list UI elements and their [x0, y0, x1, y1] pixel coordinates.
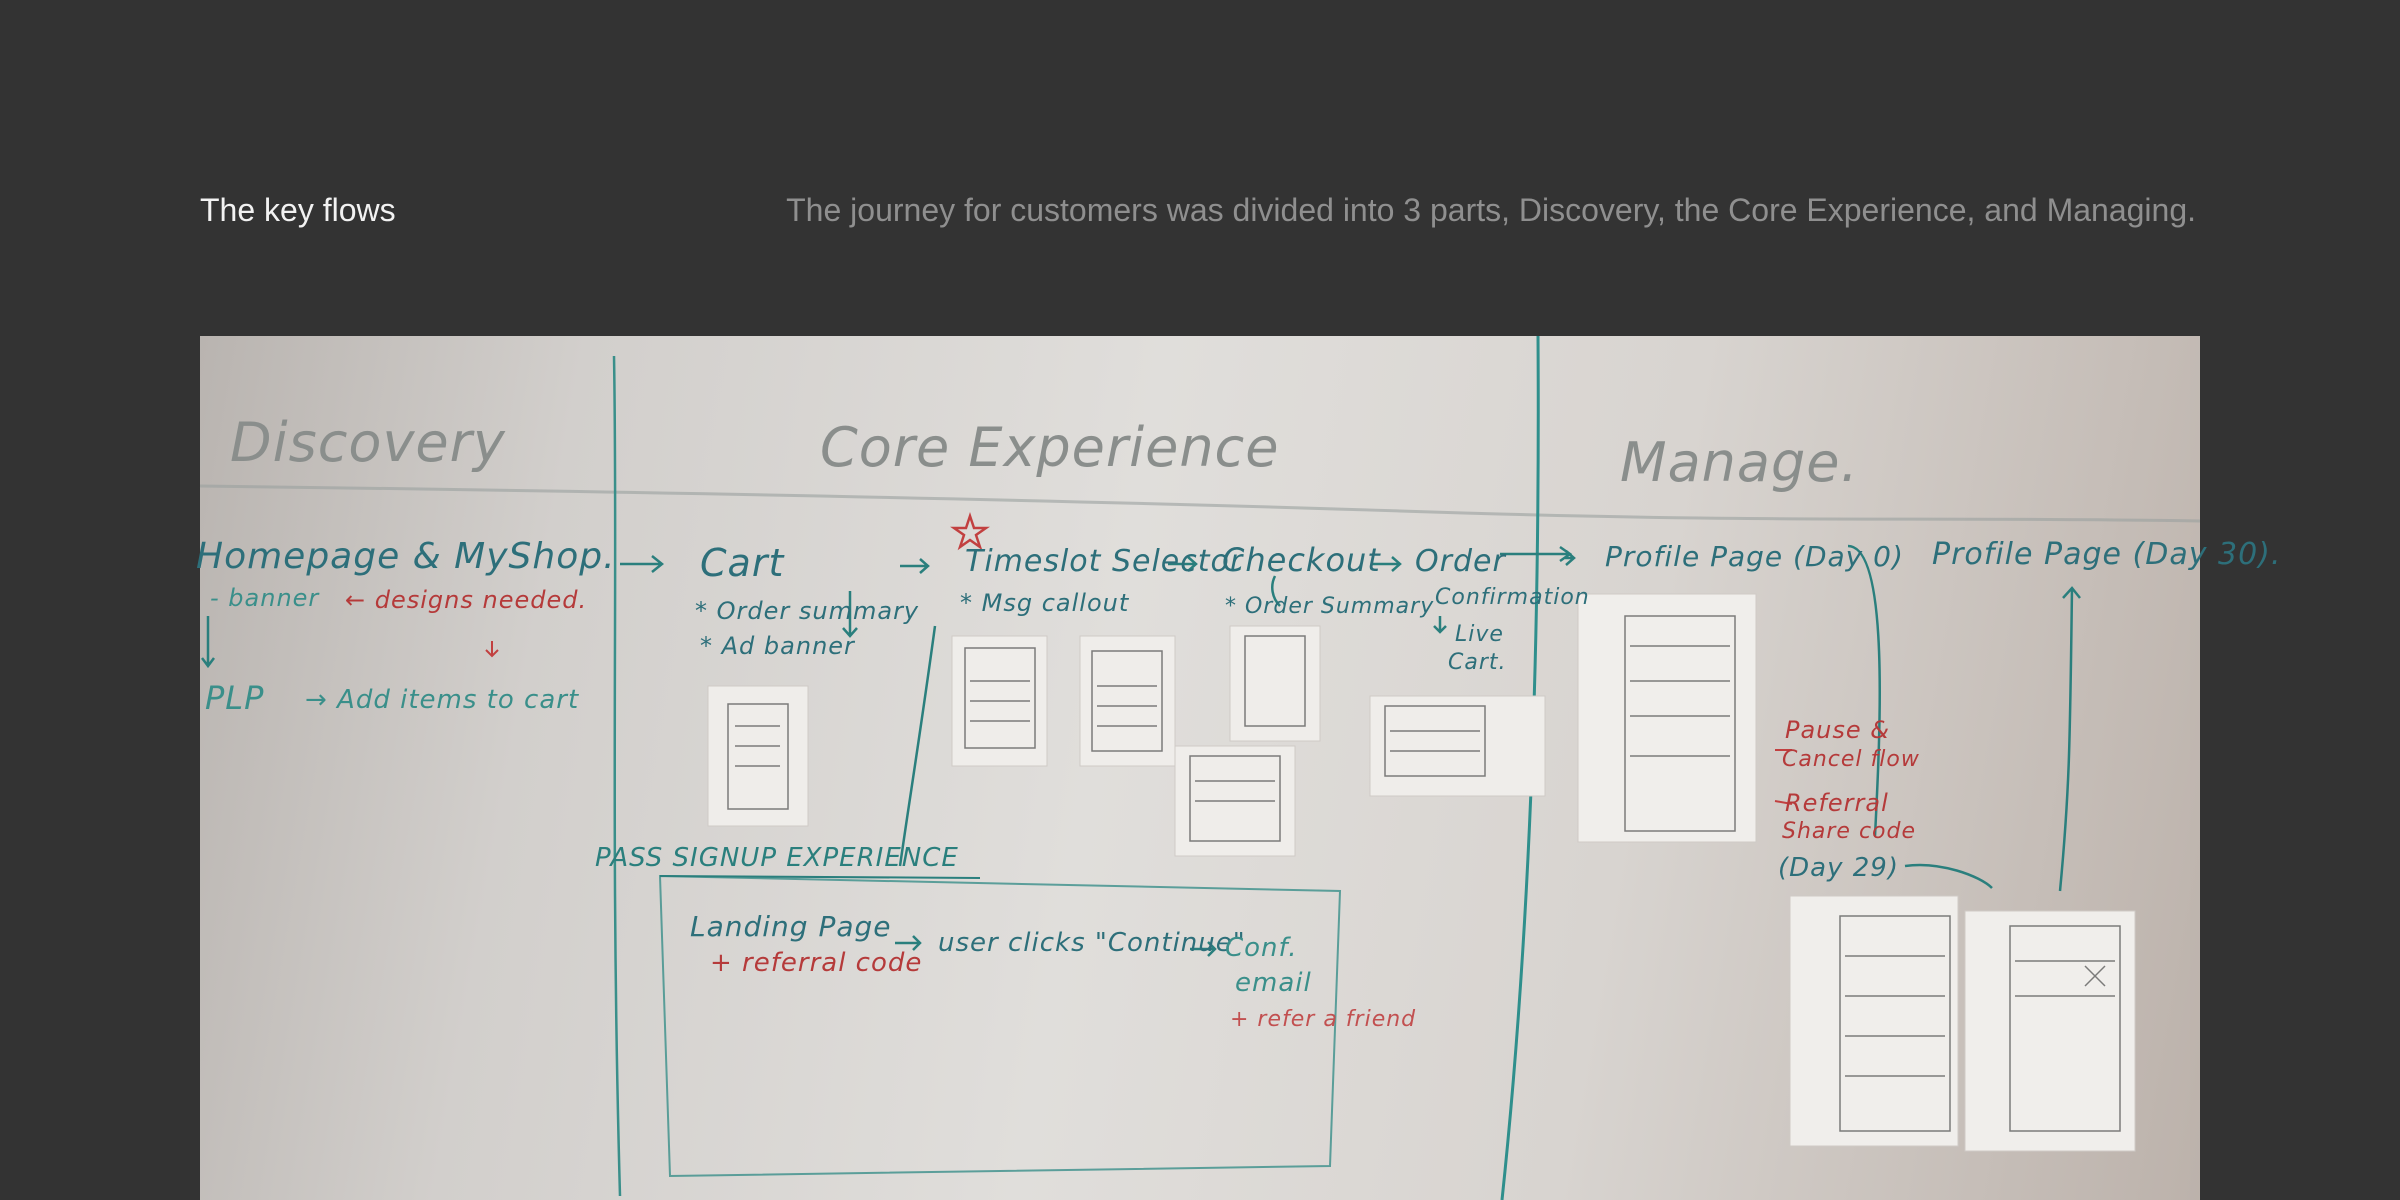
section-title: The key flows [200, 192, 396, 228]
signup-box [658, 874, 1342, 1178]
label-cart: Cart [700, 541, 785, 585]
sketch-checkout-1 [1229, 625, 1321, 742]
sketch-day29 [1789, 895, 1959, 1147]
label-banner: - banner [210, 584, 320, 612]
sketch-day30 [1964, 910, 2136, 1152]
label-ad-banner: * Ad banner [700, 632, 856, 660]
heading-core: Core Experience [820, 416, 1279, 479]
sketch-profile-day0 [1577, 593, 1757, 843]
signup-underline [659, 875, 981, 879]
label-email: email [1235, 968, 1312, 998]
red-dash-2 [1774, 800, 1793, 805]
label-refer-friend: + refer a friend [1230, 1007, 1416, 1032]
label-cancel-flow: Cancel flow [1782, 747, 1920, 772]
sketch-timeslot-2 [1079, 635, 1176, 767]
label-pass-signup: PASS SIGNUP EXPERIENCE [595, 843, 959, 873]
label-timeslot: Timeslot Selector [965, 544, 1244, 579]
sketch-confirmation [1369, 695, 1546, 797]
label-referral: Referral [1785, 789, 1889, 817]
label-order: Order [1415, 544, 1506, 579]
divider-line-discovery [612, 355, 622, 1197]
label-homepage: Homepage & MyShop. [196, 536, 616, 577]
sketch-cart [707, 685, 809, 827]
label-user-clicks: user clicks "Continue" [938, 928, 1246, 958]
label-referral-code: + referral code [710, 948, 922, 978]
label-share-code: Share code [1782, 819, 1916, 844]
heading-rule-line [199, 484, 2201, 523]
whiteboard-drawing: Discovery Core Experience Manage. Homepa… [196, 335, 2280, 1200]
flow-arrows [201, 544, 2081, 957]
label-checkout-summary: * Order Summary [1225, 594, 1434, 619]
label-cart-small: Cart. [1448, 650, 1507, 675]
label-conf: Conf. [1225, 933, 1298, 963]
label-live: Live [1455, 622, 1504, 647]
whiteboard-photo: Discovery Core Experience Manage. Homepa… [196, 335, 2280, 1200]
section-description: The journey for customers was divided in… [786, 192, 2196, 228]
heading-discovery: Discovery [230, 411, 506, 474]
heading-manage: Manage. [1620, 431, 1859, 494]
label-order-summary: * Order summary [695, 597, 919, 625]
label-plp: PLP [205, 679, 264, 717]
label-day29: (Day 29) [1778, 853, 1899, 883]
label-designs-needed: ← designs needed. [345, 586, 587, 614]
label-profile-day0: Profile Page (Day 0) [1605, 540, 1904, 573]
label-pause: Pause & [1785, 716, 1890, 744]
star-mark [950, 512, 990, 551]
red-arrow [485, 641, 499, 658]
label-checkout: Checkout [1222, 541, 1381, 579]
label-profile-day30: Profile Page (Day 30). [1932, 537, 2281, 572]
label-landing-page: Landing Page [690, 910, 892, 943]
sketch-details [727, 615, 2121, 1132]
label-confirmation: Confirmation [1435, 585, 1590, 610]
label-msg-callout: * Msg callout [960, 589, 1130, 617]
label-add-items: → Add items to cart [305, 685, 579, 715]
